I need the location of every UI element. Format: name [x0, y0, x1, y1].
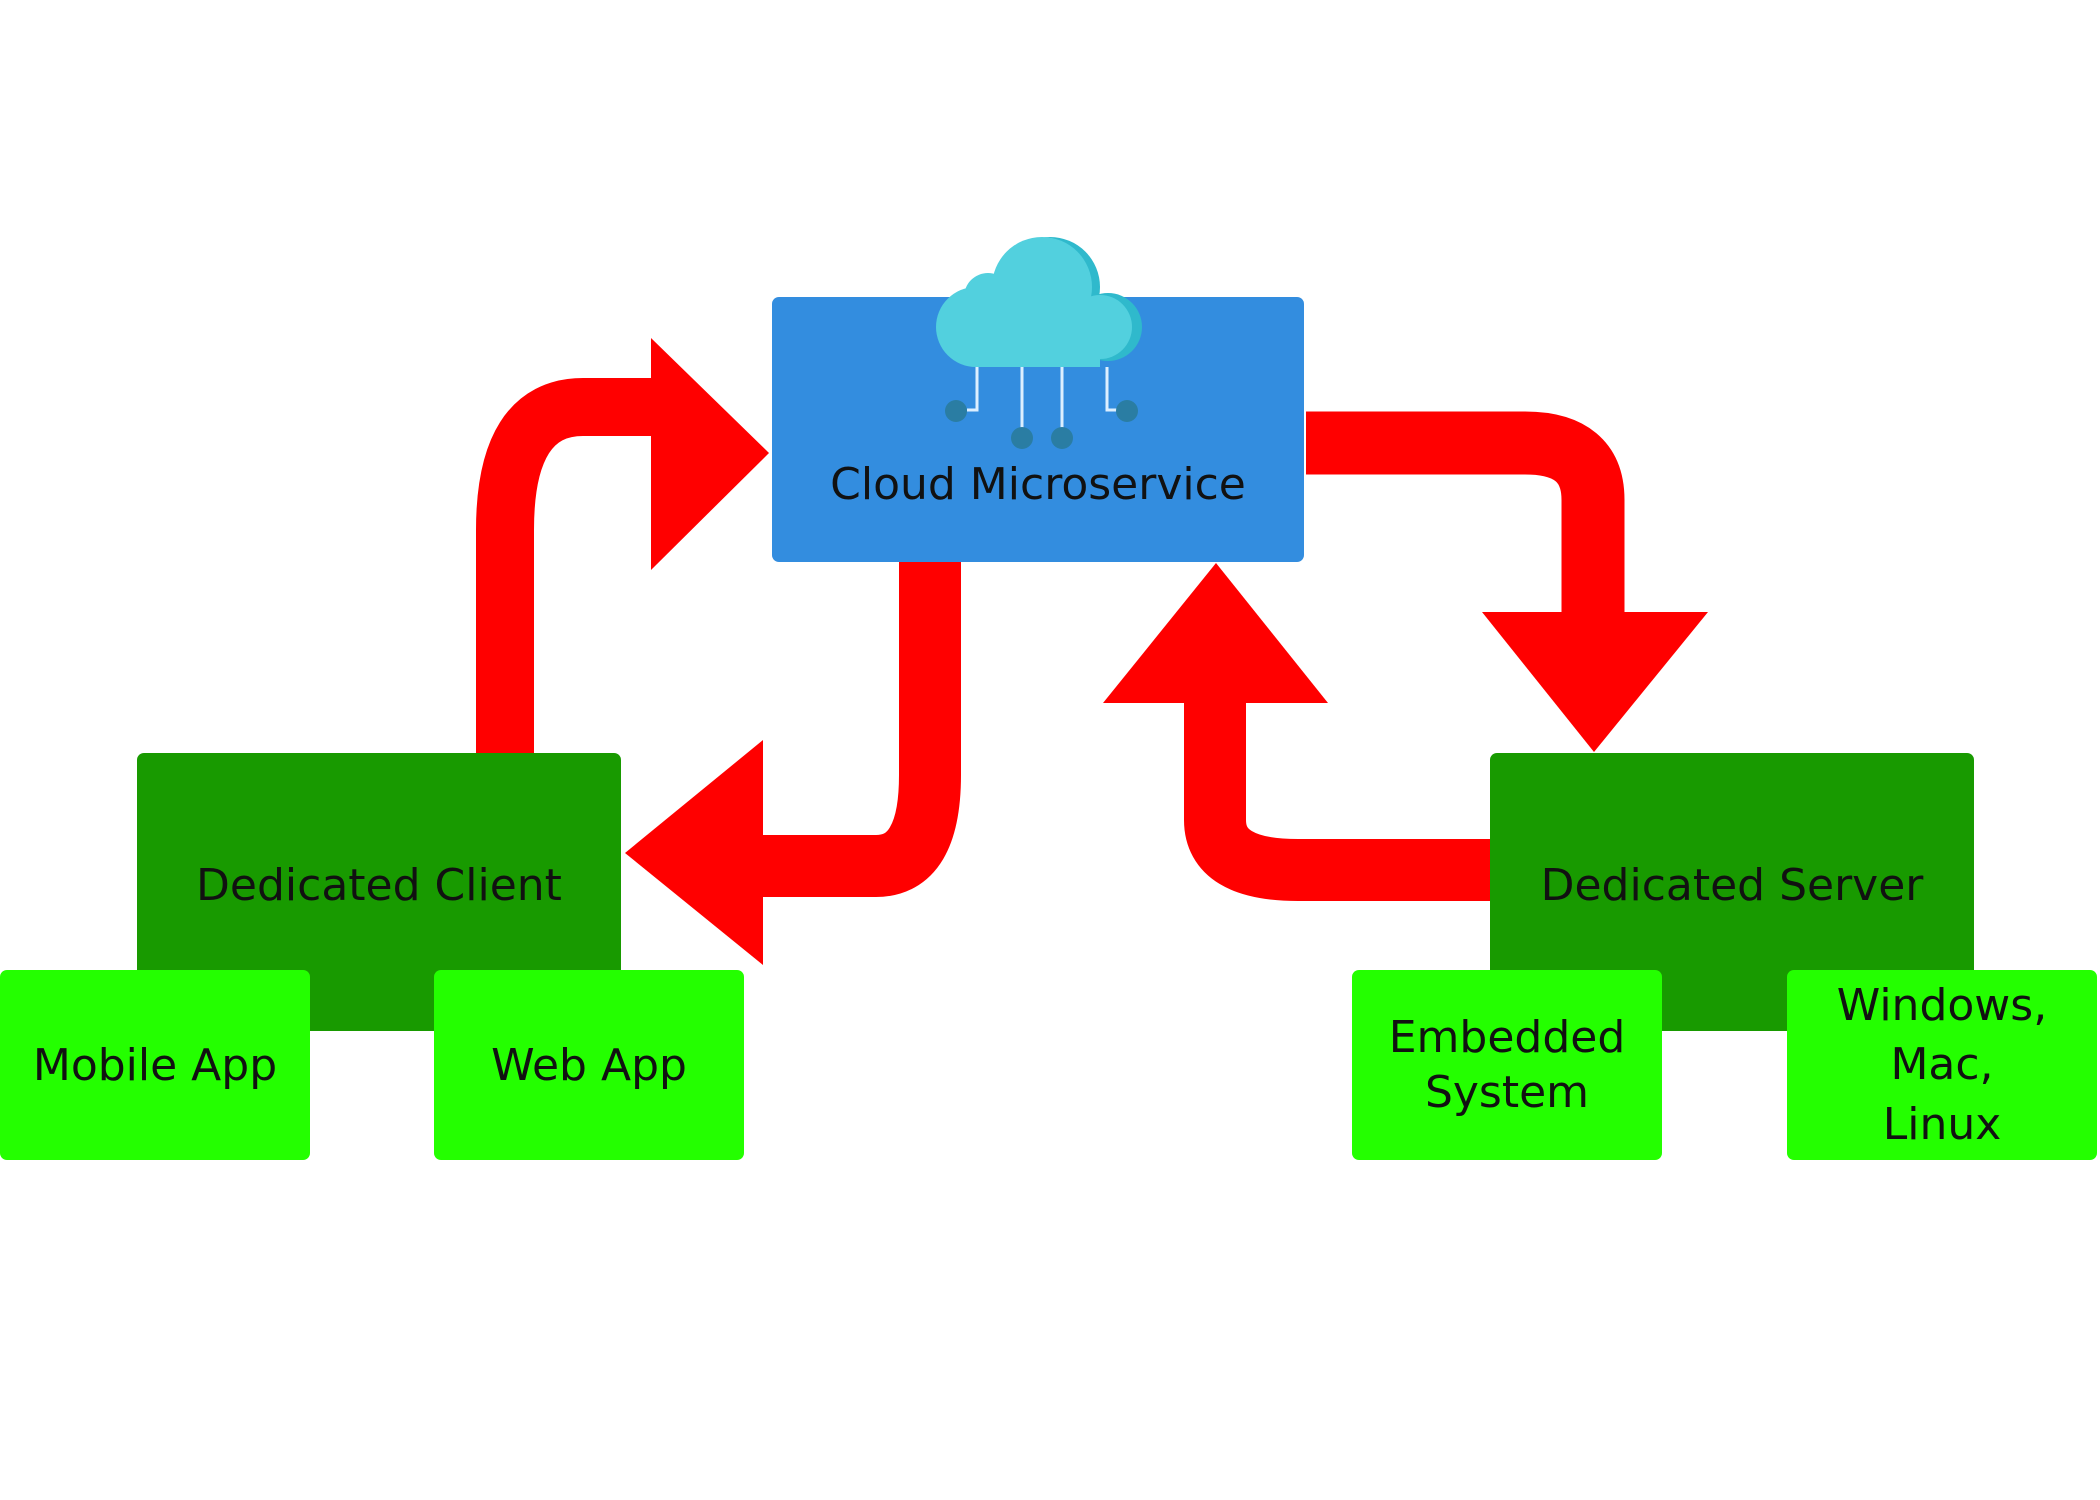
embedded-system-label: Embedded System	[1388, 1012, 1626, 1118]
mobile-app-label: Mobile App	[32, 1039, 278, 1091]
cloud-microservice-node: Cloud Microservice	[772, 237, 1304, 562]
circuit-nodes	[945, 400, 1138, 449]
dedicated-client-label: Dedicated Client	[196, 860, 562, 911]
arrow-cloud-to-client-shaft	[740, 562, 961, 897]
arrow-cloud-to-server-shaft	[1306, 411, 1625, 615]
cloud-shape	[936, 237, 1142, 367]
arrow-client-to-cloud	[476, 338, 769, 753]
arrow-cloud-to-server-head	[1482, 612, 1708, 752]
arrow-server-to-cloud-head	[1103, 563, 1328, 703]
arrow-server-to-cloud-shaft	[1184, 695, 1490, 901]
desktop-os-node: Windows, Mac, Linux	[1787, 970, 2097, 1160]
desktop-os-label: Windows, Mac, Linux	[1836, 979, 2048, 1150]
cloud-microservice-label: Cloud Microservice	[830, 459, 1246, 510]
mobile-app-node: Mobile App	[0, 970, 310, 1160]
arrow-cloud-to-client-head	[625, 740, 763, 965]
web-app-label: Web App	[491, 1039, 687, 1091]
web-app-node: Web App	[434, 970, 744, 1160]
dedicated-server-label: Dedicated Server	[1540, 860, 1924, 911]
arrow-cloud-to-server	[1306, 411, 1708, 752]
arrow-cloud-to-client	[625, 562, 961, 965]
arrow-client-to-cloud-shaft	[476, 378, 673, 753]
embedded-system-node: Embedded System	[1352, 970, 1662, 1160]
arrow-client-to-cloud-head	[651, 338, 769, 570]
arrow-server-to-cloud	[1103, 563, 1490, 901]
circuit-lines	[967, 367, 1120, 433]
cloud-network-icon	[936, 237, 1142, 449]
